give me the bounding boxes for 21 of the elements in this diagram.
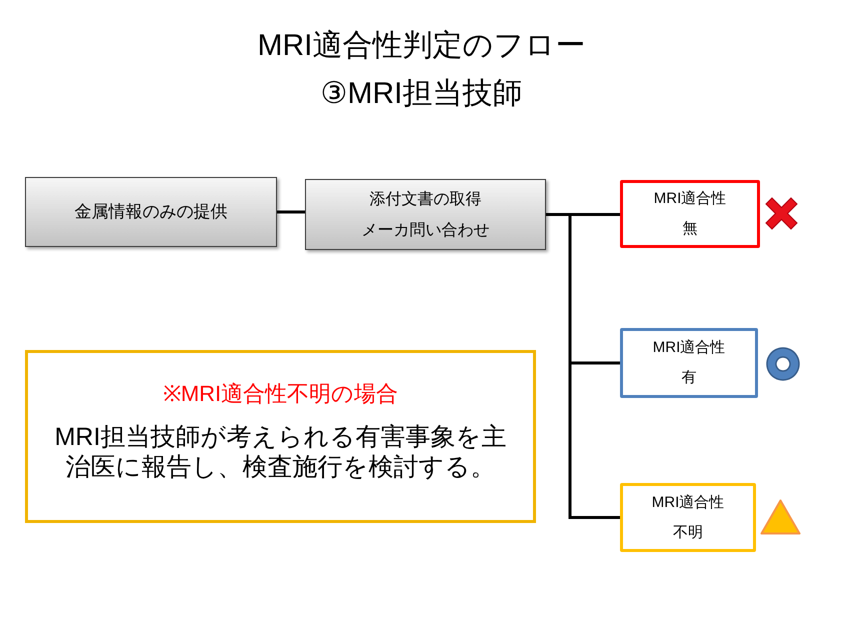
result-heading: MRI適合性 (654, 189, 726, 209)
connector-line (277, 210, 305, 214)
note-text: MRI担当技師が考えられる有害事象を主治医に報告し、検査施行を検討する。 (54, 422, 508, 482)
connector-line (546, 213, 620, 519)
result-heading: MRI適合性 (652, 338, 726, 358)
result-heading: MRI適合性 (652, 492, 724, 512)
result-box (620, 180, 760, 248)
box-label: メーカ問い合わせ (362, 220, 490, 240)
result-box (620, 328, 758, 398)
note-heading: ※MRI適合性不明の場合 (162, 380, 398, 408)
result-box (620, 483, 756, 552)
process-box (305, 179, 546, 250)
title: MRI適合性判定のフロー (258, 28, 586, 64)
result-value: 不明 (673, 522, 703, 542)
subtitle: ③MRI担当技師 (320, 76, 522, 112)
result-value: 有 (682, 368, 696, 388)
box-label: 金属情報のみの提供 (74, 201, 228, 223)
note-box (25, 350, 536, 523)
process-box (25, 177, 277, 247)
result-value: 無 (682, 219, 698, 239)
box-label: 添付文書の取得 (370, 190, 482, 210)
